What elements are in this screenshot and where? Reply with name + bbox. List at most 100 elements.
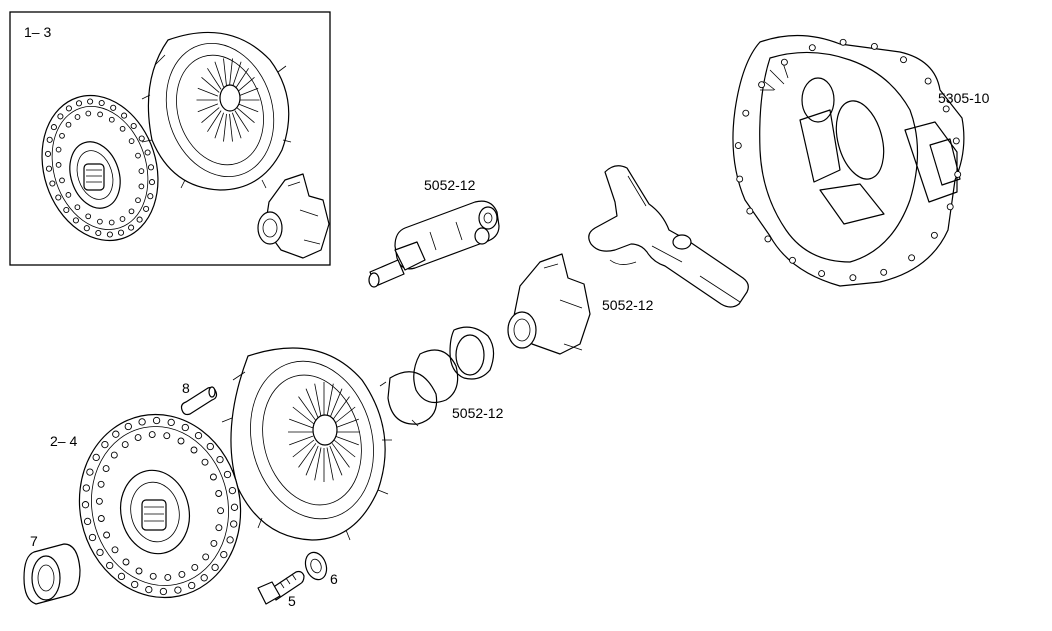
rivet-hole (177, 437, 185, 445)
diaphragm-finger (298, 443, 317, 468)
rivet-hole (149, 572, 157, 580)
rivet-hole (808, 44, 816, 52)
rivet-hole (119, 125, 126, 132)
rivet-hole (148, 431, 156, 439)
dowel-pin[interactable]: 8 (180, 380, 218, 416)
rivet-hole (954, 170, 962, 178)
slave-cylinder[interactable]: 5052-12 (368, 177, 500, 288)
rivet-hole (74, 204, 81, 211)
inset-release-bearing[interactable] (257, 173, 330, 259)
clutch-kit-inset: 1– 3 (9, 11, 331, 266)
rivet-hole (870, 42, 878, 50)
mounting-bolt[interactable]: 5 (257, 570, 305, 610)
rivet-hole (131, 580, 139, 589)
rivet-hole (55, 162, 62, 168)
diaphragm-finger (314, 383, 322, 417)
rivet-hole (216, 455, 224, 464)
rivet-hole (174, 586, 182, 594)
diaphragm-finger (214, 61, 224, 88)
release-bearing[interactable] (507, 253, 591, 355)
rivet-hole (88, 533, 97, 542)
callout-fork[interactable]: 5052-12 (602, 297, 654, 313)
callout-slave-cylinder[interactable]: 5052-12 (424, 177, 476, 193)
diaphragm-finger (197, 103, 219, 113)
rivet-hole (92, 453, 100, 462)
callout-bolt[interactable]: 5 (288, 593, 296, 609)
rivet-hole (167, 418, 175, 427)
clutch-release-fork[interactable]: 5052-12 (588, 165, 749, 313)
clutch-housing[interactable]: 5305-10 (732, 34, 990, 287)
inset-label[interactable]: 1– 3 (24, 24, 51, 40)
diaphragm-finger (329, 388, 343, 419)
rivet-hole (97, 515, 105, 522)
rivet-hole (128, 208, 135, 215)
diaphragm-finger (314, 447, 322, 481)
rivet-hole (147, 164, 155, 171)
callout-bearing[interactable]: 7 (30, 533, 38, 549)
rivet-hole (46, 136, 53, 143)
rivet-hole (95, 229, 102, 237)
rivet-hole (223, 470, 232, 479)
rivet-hole (72, 217, 79, 224)
lock-washer[interactable]: 6 (302, 549, 338, 587)
rivet-hole (110, 104, 117, 111)
diaphragm-finger (333, 406, 356, 425)
diaphragm-finger (289, 435, 314, 446)
rivet-hole (181, 423, 189, 432)
rivet-hole (163, 432, 171, 440)
diaphragm-finger (234, 110, 249, 132)
rivet-hole (952, 137, 960, 145)
rivet-hole (83, 225, 90, 232)
rivet-hole (148, 179, 156, 186)
rivet-hole (736, 175, 744, 183)
diaphragm-finger (229, 58, 233, 87)
rivet-hole (135, 152, 141, 159)
diaphragm-finger (305, 445, 319, 476)
rivet-hole (106, 231, 113, 238)
rivet-hole (55, 146, 62, 153)
callout-pin[interactable]: 8 (182, 380, 190, 396)
clutch-disc[interactable]: 2– 4 (50, 399, 257, 612)
rivet-hole (130, 122, 137, 130)
pressure-plate[interactable] (221, 347, 392, 541)
rivet-hole (734, 142, 742, 150)
rivet-hole (758, 81, 766, 89)
rivet-hole (108, 116, 115, 123)
rivet-hole (85, 213, 92, 220)
rivet-hole (55, 194, 62, 201)
rivet-hole (86, 468, 94, 476)
rivet-hole (97, 480, 105, 488)
pilot-bearing[interactable]: 7 (23, 533, 81, 605)
rivet-hole (65, 192, 72, 198)
release-bearing-snap-ring[interactable]: 5052-12 (379, 326, 504, 427)
rivet-hole (942, 105, 950, 113)
rivet-hole (191, 563, 199, 571)
rivet-hole (143, 205, 150, 212)
rivet-hole (117, 229, 125, 236)
rivet-hole (102, 465, 110, 473)
callout-housing[interactable]: 5305-10 (938, 90, 990, 106)
rivet-hole (209, 473, 217, 481)
inset-clutch-disc[interactable] (24, 80, 176, 255)
callout-disc[interactable]: 2– 4 (50, 433, 77, 449)
diaphragm-finger (214, 112, 224, 139)
rivet-hole (121, 441, 129, 449)
diaphragm-finger (234, 68, 249, 90)
rivet-hole (764, 235, 772, 243)
rivet-hole (124, 422, 132, 431)
diaphragm-finger (237, 87, 259, 97)
callout-snap-ring[interactable]: 5052-12 (452, 405, 504, 421)
diaphragm-finger (298, 396, 317, 421)
rivet-hole (136, 216, 143, 223)
inset-pressure-plate[interactable] (141, 29, 292, 191)
rivet-hole (95, 497, 103, 505)
callout-washer[interactable]: 6 (330, 571, 338, 587)
diaphragm-finger (305, 388, 319, 419)
rivet-hole (200, 574, 208, 582)
rivet-hole (119, 216, 126, 222)
diaphragm-finger (331, 396, 350, 421)
rivet-hole (818, 270, 826, 278)
rivet-hole (44, 150, 52, 157)
rivet-hole (101, 440, 109, 449)
diaphragm-finger (201, 107, 220, 124)
